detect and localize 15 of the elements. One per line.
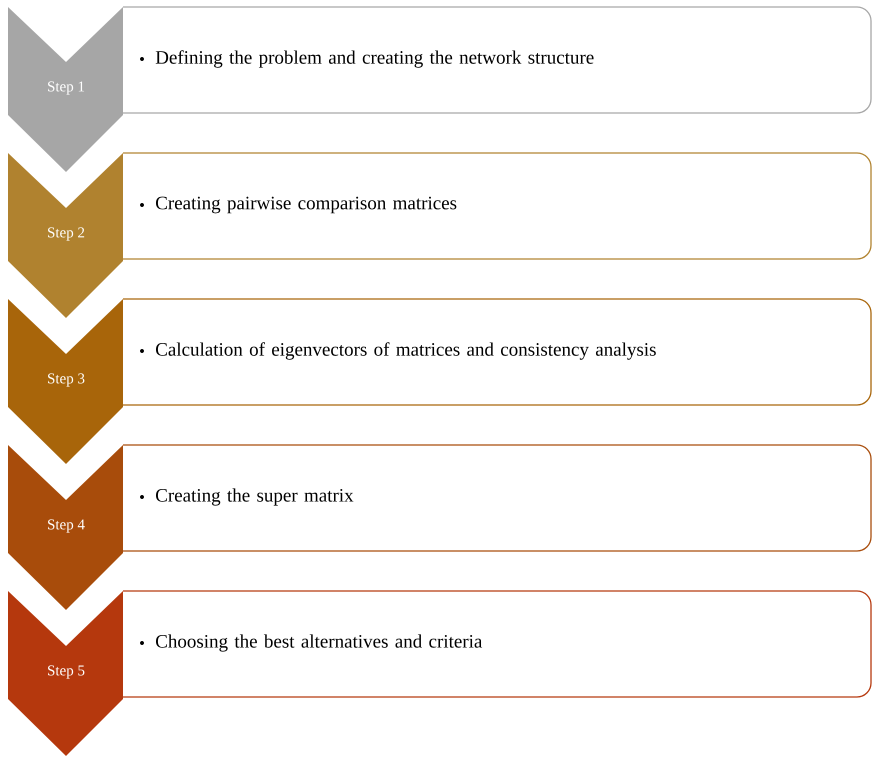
step-banner: Step 3: [8, 299, 123, 464]
node-label: Creating pairwise comparison matrices: [156, 196, 456, 214]
step-banner: Step 4: [8, 445, 123, 610]
step-box: Creating the super matrix: [123, 444, 872, 552]
step-banner: Step 5: [8, 591, 123, 756]
step-box: Defining the problem and creating the network structure: [123, 6, 872, 114]
node-label: Choosing the best alternatives and criteria: [156, 634, 482, 652]
node-label: Calculation of eigenvectors of matrices and consistency analysis: [156, 342, 656, 360]
step-banner: Step 2: [8, 153, 123, 318]
node-label: Creating the super matrix: [156, 488, 354, 506]
step-box: Calculation of eigenvectors of matrices and consistency analysis: [123, 298, 872, 406]
step-banner: Step 1: [8, 7, 123, 172]
step-box: Choosing the best alternatives and criteria: [123, 590, 872, 698]
step-box: Creating pairwise comparison matrices: [123, 152, 872, 260]
node-label: Defining the problem and creating the network structure: [156, 50, 594, 68]
